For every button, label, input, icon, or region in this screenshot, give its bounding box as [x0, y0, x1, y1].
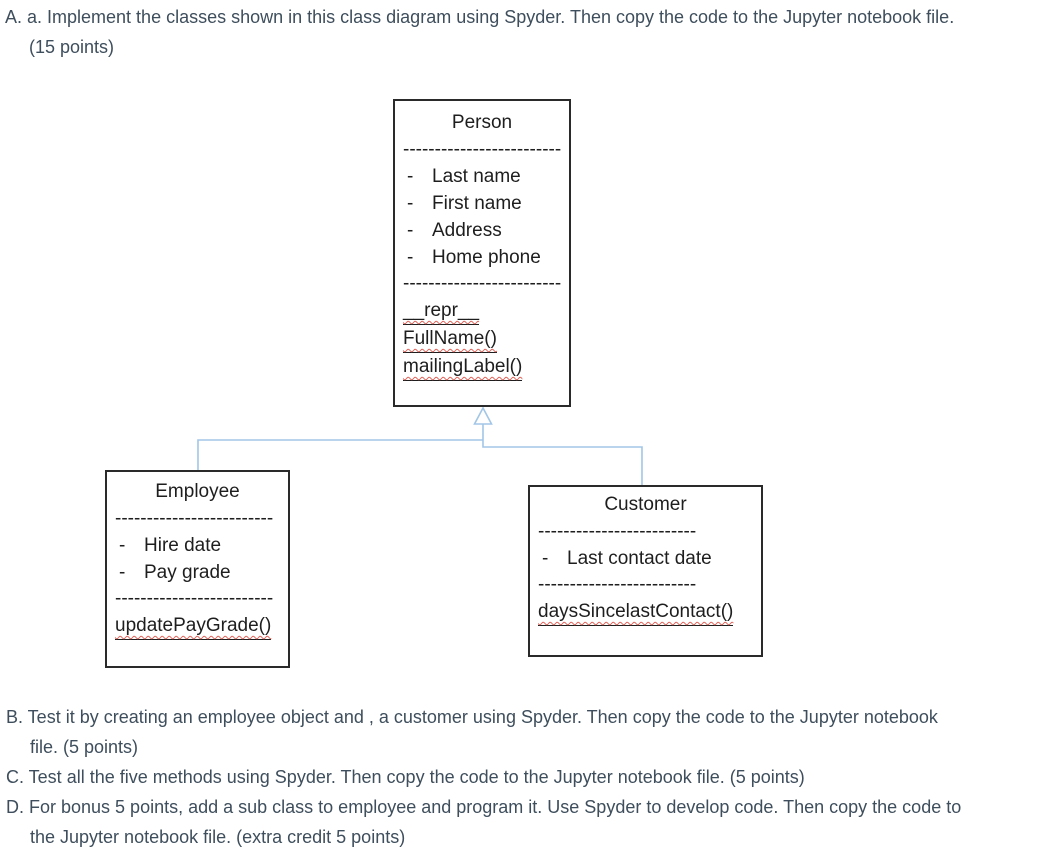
task-c-line-1: C. Test all the five methods using Spyde… [6, 767, 805, 787]
person-attribute-address: Address [432, 220, 502, 241]
connector-line-customer [482, 424, 643, 485]
person-attribute-row: -Home phone [395, 244, 569, 271]
attribute-bullet: - [407, 193, 414, 214]
person-attribute-row: -Last name [395, 163, 569, 190]
person-attribute-lastname: Last name [432, 166, 521, 187]
employee-class-title: Employee [155, 481, 240, 502]
attribute-bullet: - [407, 247, 414, 268]
person-attribute-homephone: Home phone [432, 247, 541, 268]
person-class-box: Person ------------------------- -Last n… [393, 99, 571, 407]
task-b-line-1: B. Test it by creating an employee objec… [6, 707, 938, 727]
task-d-line-2: the Jupyter notebook file. (extra credit… [30, 827, 406, 847]
customer-divider-top: ------------------------- [538, 521, 697, 542]
task-a-line-1: A. a. Implement the classes shown in thi… [5, 7, 955, 27]
employee-attribute-hiredate: Hire date [144, 535, 222, 556]
employee-attribute-row: -Pay grade [107, 559, 288, 586]
task-b-line-2: file. (5 points) [30, 737, 139, 757]
task-a-paragraph: A. a. Implement the classes shown in thi… [5, 2, 954, 62]
task-d-line-1: D. For bonus 5 points, add a sub class t… [6, 797, 962, 817]
employee-method-updatepaygrade: updatePayGrade() [115, 615, 272, 636]
person-method-row: mailingLabel() [395, 353, 569, 381]
person-divider-bottom: ------------------------- [403, 273, 562, 294]
task-list-bottom: B. Test it by creating an employee objec… [6, 702, 961, 852]
person-method-row: FullName() [395, 325, 569, 353]
person-attribute-row: -Address [395, 217, 569, 244]
person-class-title: Person [451, 112, 513, 133]
customer-method-dayssincelastcontact: daysSincelastContact() [538, 601, 734, 622]
attribute-bullet: - [407, 220, 414, 241]
person-attribute-row: -First name [395, 190, 569, 217]
attribute-bullet: - [119, 535, 126, 556]
task-a-line-2: (15 points) [29, 37, 115, 57]
employee-attribute-paygrade: Pay grade [144, 562, 231, 583]
employee-class-box: Employee ------------------------- -Hire… [105, 470, 290, 668]
customer-divider-bottom: ------------------------- [538, 574, 697, 595]
person-method-mailinglabel: mailingLabel() [403, 356, 523, 377]
person-method-repr: __repr__ [403, 300, 480, 321]
attribute-bullet: - [407, 166, 414, 187]
person-attribute-firstname: First name [432, 193, 522, 214]
attribute-bullet: - [542, 548, 549, 569]
customer-method-row: daysSincelastContact() [530, 598, 761, 626]
attribute-bullet: - [119, 562, 126, 583]
employee-method-row: updatePayGrade() [107, 612, 288, 640]
employee-divider-bottom: ------------------------- [115, 588, 274, 609]
customer-attribute-lastcontactdate: Last contact date [567, 548, 712, 569]
person-method-fullname: FullName() [403, 328, 497, 349]
person-divider-top: ------------------------- [403, 139, 562, 160]
connector-line-employee [197, 439, 483, 470]
inheritance-triangle-icon [473, 406, 493, 425]
employee-divider-top: ------------------------- [115, 508, 274, 529]
person-method-row: __repr__ [395, 297, 569, 325]
customer-attribute-row: -Last contact date [530, 545, 761, 572]
customer-class-title: Customer [604, 494, 687, 515]
employee-attribute-row: -Hire date [107, 532, 288, 559]
customer-class-box: Customer ------------------------- -Last… [528, 485, 763, 657]
